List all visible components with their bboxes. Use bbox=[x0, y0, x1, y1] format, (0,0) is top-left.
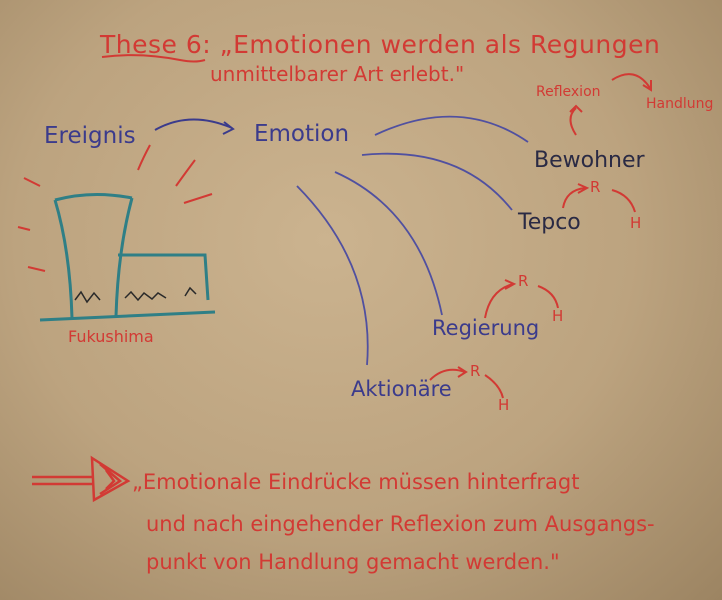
government-r: R bbox=[518, 272, 529, 290]
government-h: H bbox=[552, 307, 564, 325]
event-label: Ereignis bbox=[44, 123, 136, 149]
flow-shareholders bbox=[429, 366, 504, 399]
reflection-label: Reflexion bbox=[536, 84, 601, 100]
title-underline bbox=[101, 54, 206, 63]
tepco-r: R bbox=[590, 178, 601, 196]
flow-government bbox=[484, 279, 559, 319]
conclusion-line-3: punkt von Handlung gemacht werden." bbox=[146, 550, 560, 574]
cooling-tower-sketch bbox=[39, 192, 216, 322]
shareholders-r: R bbox=[470, 362, 481, 380]
flow-tepco bbox=[562, 183, 636, 213]
fukushima-label: Fukushima bbox=[68, 327, 154, 346]
flow-top bbox=[569, 73, 652, 136]
conclusion-line-2: und nach eingehender Reflexion zum Ausga… bbox=[146, 512, 655, 536]
shareholders-h: H bbox=[498, 396, 510, 414]
arrow-event-to-emotion bbox=[154, 118, 233, 131]
actor-residents: Bewohner bbox=[534, 148, 645, 173]
conclusion-line-1: „Emotionale Eindrücke müssen hinterfragt bbox=[132, 470, 580, 494]
actor-government: Regierung bbox=[432, 316, 540, 340]
emotion-label: Emotion bbox=[254, 121, 350, 147]
arrowhead-event-emotion bbox=[222, 121, 235, 135]
impact-rays bbox=[17, 144, 213, 272]
tepco-h: H bbox=[630, 214, 642, 232]
action-label: Handlung bbox=[646, 96, 714, 112]
actor-arcs bbox=[296, 115, 529, 366]
conclusion-arrow-icon bbox=[32, 455, 131, 503]
actor-shareholders: Aktionäre bbox=[351, 377, 452, 401]
title-line-1: These 6: „Emotionen werden als Regungen bbox=[100, 30, 661, 59]
rubble-sketch bbox=[74, 286, 197, 304]
title-line-2: unmittelbarer Art erlebt." bbox=[210, 62, 465, 86]
actor-tepco: Tepco bbox=[518, 210, 581, 235]
